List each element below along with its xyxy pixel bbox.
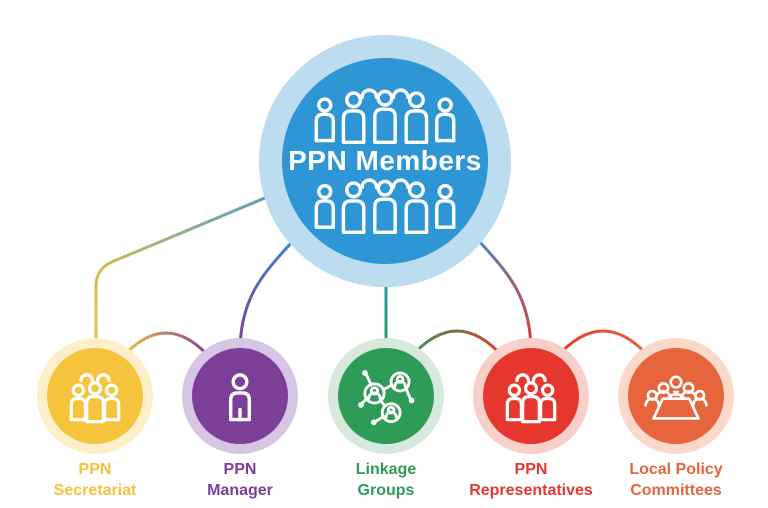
ppn-representatives-node xyxy=(483,348,579,444)
people-group-icon xyxy=(314,88,456,144)
people-trio-icon xyxy=(505,373,557,424)
connector-representatives-committees xyxy=(554,329,652,360)
connector-linkage-representatives xyxy=(408,329,506,360)
person-icon xyxy=(228,373,252,422)
label-line-2: Committees xyxy=(630,482,722,499)
label-line-2: Groups xyxy=(357,482,415,499)
label-line-2: Representatives xyxy=(469,482,593,499)
ppn-manager-node xyxy=(192,348,288,444)
label-line-1: Linkage xyxy=(355,461,417,478)
ppn-members-title: PPN Members xyxy=(288,145,482,176)
label-line-1: PPN xyxy=(78,461,112,478)
people-trio-icon xyxy=(69,373,121,424)
label-line-2: Manager xyxy=(207,482,273,499)
ppn-secretariat-node xyxy=(47,348,143,444)
linkage-groups-node xyxy=(338,348,434,444)
label-line-2: Secretariat xyxy=(53,482,137,499)
label-line-1: Local Policy xyxy=(629,461,723,478)
local-policy-committees-label: Local Policy Committees xyxy=(596,459,756,501)
local-policy-committees-node xyxy=(628,348,724,444)
label-line-1: PPN xyxy=(514,461,548,478)
meeting-table-icon xyxy=(644,375,708,420)
people-group-icon xyxy=(314,178,456,234)
connector-members-secretariat xyxy=(94,173,322,354)
linkage-groups-label: Linkage Groups xyxy=(306,459,466,501)
ppn-representatives-label: PPN Representatives xyxy=(451,459,611,501)
ppn-manager-label: PPN Manager xyxy=(160,459,320,501)
network-people-icon xyxy=(358,370,415,426)
label-line-1: PPN xyxy=(223,461,257,478)
ppn-secretariat-label: PPN Secretariat xyxy=(15,459,175,501)
ppn-members-node: PPN Members xyxy=(282,58,488,264)
